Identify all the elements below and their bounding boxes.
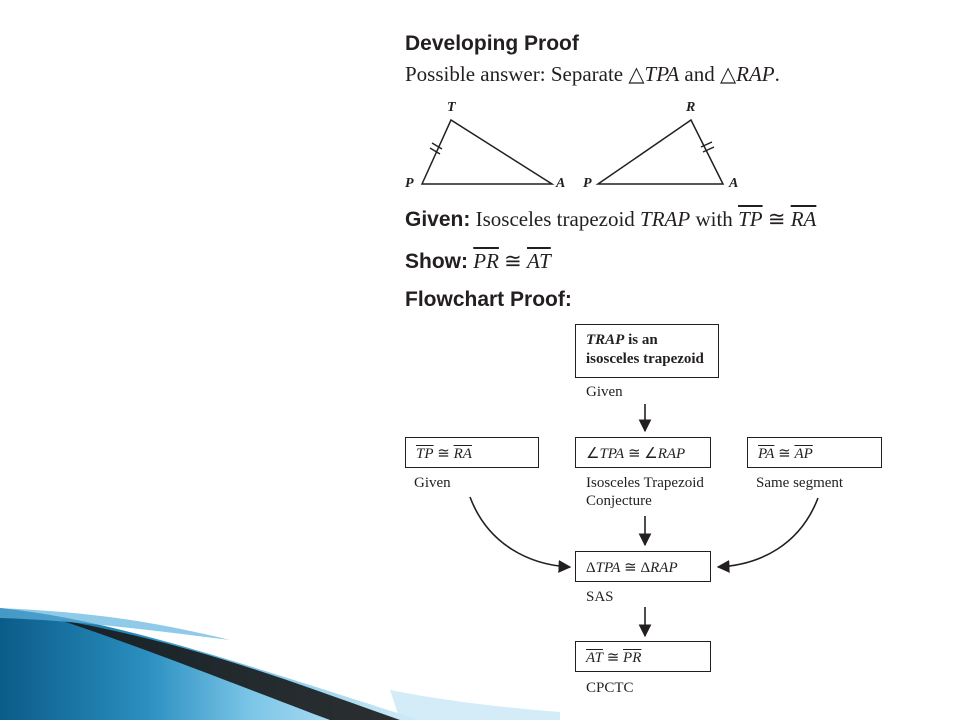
- box-mid-cong: ≅: [624, 446, 645, 462]
- intro-suffix: .: [774, 62, 780, 86]
- vertex-label-p2: P: [583, 176, 592, 191]
- intro-line: Possible answer: Separate △TPA and △RAP.: [405, 62, 780, 87]
- proof-box-angles: ∠TPA ≅ ∠RAP: [575, 437, 711, 468]
- box-top-text1: is an: [624, 332, 658, 348]
- box-top-name: TRAP: [586, 332, 625, 348]
- show-segment-1: PR: [473, 249, 499, 273]
- vertex-label-r: R: [686, 100, 696, 115]
- box-tri-cong: ≅: [620, 560, 641, 576]
- proof-box-same-segment: PA ≅ AP: [747, 437, 882, 468]
- given-segment-1: TP: [738, 207, 763, 231]
- given-text: Isosceles trapezoid: [470, 207, 641, 231]
- box-tri-t1: TPA: [595, 560, 621, 576]
- proof-box-given-trapezoid: TRAP is an isosceles trapezoid: [575, 324, 719, 378]
- box-final-cong: ≅: [602, 650, 624, 666]
- arrow-left-to-triangle: [469, 496, 572, 573]
- show-congruent: ≅: [498, 249, 528, 273]
- box-final-seg1: AT: [586, 650, 603, 666]
- given-line: Given: Isosceles trapezoid TRAP with TP …: [405, 207, 816, 232]
- delta-symbol: Δ: [640, 560, 651, 576]
- reason-top: Given: [586, 384, 623, 400]
- reason-right: Same segment: [756, 475, 844, 491]
- box-mid-t1: TPA: [599, 446, 625, 462]
- triangle-symbol: △: [720, 62, 737, 86]
- proof-box-segments-given: TP ≅ RA: [405, 437, 539, 468]
- show-segment-2: AT: [527, 249, 551, 273]
- show-label: Show:: [405, 250, 468, 273]
- vertex-label-t: T: [447, 100, 456, 115]
- box-right-cong: ≅: [774, 446, 795, 462]
- given-name: TRAP: [640, 207, 691, 231]
- box-left-seg1: TP: [416, 446, 434, 462]
- box-left-seg2: RA: [453, 446, 472, 462]
- proof-box-conclusion: AT ≅ PR: [575, 641, 711, 672]
- box-left-cong: ≅: [433, 446, 454, 462]
- given-segment-2: RA: [790, 207, 817, 231]
- proof-box-triangles: ΔTPA ≅ ΔRAP: [575, 551, 711, 582]
- given-with: with: [690, 207, 739, 231]
- arrow-right-to-triangle: [716, 497, 819, 573]
- triangle-symbol: △: [628, 62, 645, 86]
- reason-left: Given: [414, 475, 451, 491]
- intro-triangle-2: RAP: [736, 62, 775, 86]
- box-right-seg1: PA: [758, 446, 775, 462]
- reason-tri: SAS: [586, 589, 614, 605]
- triangles-figure: [420, 118, 725, 185]
- reason-final: CPCTC: [586, 680, 634, 696]
- tick-mark: [431, 142, 443, 150]
- page-title: Developing Proof: [405, 32, 579, 55]
- flowchart-heading: Flowchart Proof:: [405, 288, 572, 311]
- delta-symbol: Δ: [586, 560, 596, 576]
- intro-triangle-1: TPA: [644, 62, 680, 86]
- angle-symbol: ∠: [644, 446, 658, 462]
- vertex-label-p1: P: [405, 176, 414, 191]
- tick-mark: [429, 147, 441, 155]
- box-right-seg2: AP: [794, 446, 813, 462]
- box-tri-t2: RAP: [650, 560, 678, 576]
- vertex-label-a2: A: [729, 176, 739, 191]
- reason-mid-line2: Conjecture: [586, 493, 652, 509]
- box-top-text2: isosceles trapezoid: [586, 351, 704, 367]
- box-final-seg2: PR: [623, 650, 642, 666]
- vertex-label-a1: A: [556, 176, 566, 191]
- intro-and: and: [679, 62, 720, 86]
- box-mid-t2: RAP: [657, 446, 686, 462]
- reason-mid-line1: Isosceles Trapezoid: [586, 475, 704, 491]
- reason-mid: Isosceles Trapezoid Conjecture: [586, 474, 704, 510]
- triangle-rap: [595, 118, 725, 185]
- given-congruent: ≅: [762, 207, 791, 231]
- given-label: Given:: [405, 208, 471, 231]
- intro-prefix: Possible answer: Separate: [405, 62, 629, 86]
- show-line: Show: PR ≅ AT: [405, 249, 551, 274]
- angle-symbol: ∠: [586, 446, 600, 462]
- tick-mark: [700, 141, 713, 148]
- decorative-wave: [0, 608, 560, 720]
- tick-mark: [702, 146, 715, 153]
